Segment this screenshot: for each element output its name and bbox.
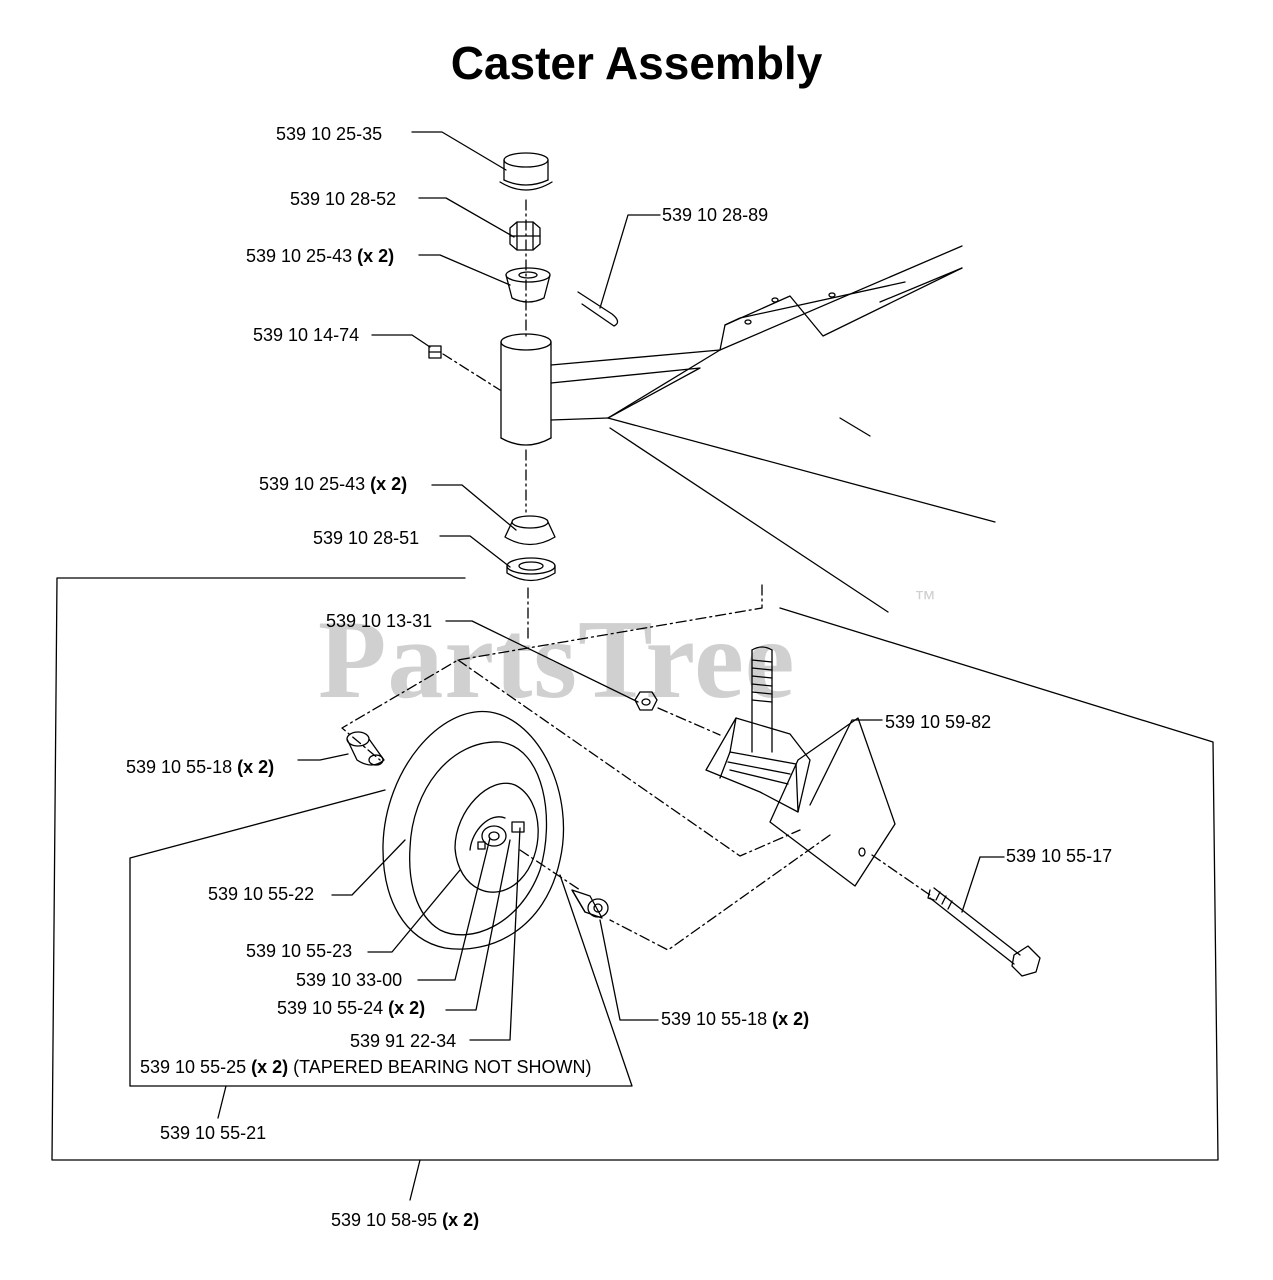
callout-bushing: 539 10 55-24 (x 2) <box>277 998 426 1018</box>
callout-cotter-pin: 539 10 28-89 <box>662 205 769 225</box>
bearing-top <box>505 267 551 303</box>
watermark-text: PartsTree <box>318 598 796 722</box>
page-title: Caster Assembly <box>450 37 823 89</box>
callout-castle-nut: 539 10 28-52 <box>290 189 397 209</box>
callout-seal: 539 10 28-51 <box>313 528 420 548</box>
leader-lines <box>129 131 1005 1119</box>
callout-spacer-left: 539 10 55-18 (x 2) <box>126 757 275 777</box>
watermark-trademark: ™ <box>914 586 936 611</box>
seal-ring <box>506 557 556 582</box>
hex-bolt <box>927 887 1041 977</box>
caster-fork <box>705 646 896 887</box>
centerlines <box>341 584 931 951</box>
pivot-tube <box>500 333 552 446</box>
dust-cap <box>499 152 553 191</box>
callout-wheel-assembly: 539 10 55-21 <box>160 1123 267 1143</box>
callout-caster-assembly: 539 10 58-95 (x 2) <box>331 1210 480 1230</box>
callout-lock-nut: 539 10 13-31 <box>326 611 433 631</box>
wheel-tire <box>382 710 565 950</box>
spacer-right <box>571 889 609 919</box>
callout-rim: 539 10 55-23 <box>246 941 353 961</box>
callout-bearing-bottom: 539 10 25-43 (x 2) <box>259 474 408 494</box>
callout-cap: 539 10 25-35 <box>276 124 383 144</box>
callout-fork: 539 10 59-82 <box>885 712 992 732</box>
spacer-left <box>346 731 385 766</box>
lock-nut <box>634 691 658 711</box>
callout-grease-fitting: 539 10 14-74 <box>253 325 360 345</box>
callout-tire: 539 10 55-22 <box>208 884 315 904</box>
castle-nut <box>509 221 541 251</box>
bearing-bottom <box>504 515 556 546</box>
cotter-pin <box>577 291 619 327</box>
callout-bolt: 539 10 55-17 <box>1006 846 1113 866</box>
callout-bearing-top: 539 10 25-43 (x 2) <box>246 246 395 266</box>
deck-frame <box>550 245 996 613</box>
callout-spacer-right: 539 10 55-18 (x 2) <box>661 1009 810 1029</box>
callout-bearing-note: 539 10 55-25 (x 2) (TAPERED BEARING NOT … <box>140 1057 592 1077</box>
callout-valve: 539 10 33-00 <box>296 970 403 990</box>
assembly-outline <box>51 577 1219 1201</box>
callout-fitting: 539 91 22-34 <box>350 1031 457 1051</box>
grease-fitting <box>428 345 442 359</box>
